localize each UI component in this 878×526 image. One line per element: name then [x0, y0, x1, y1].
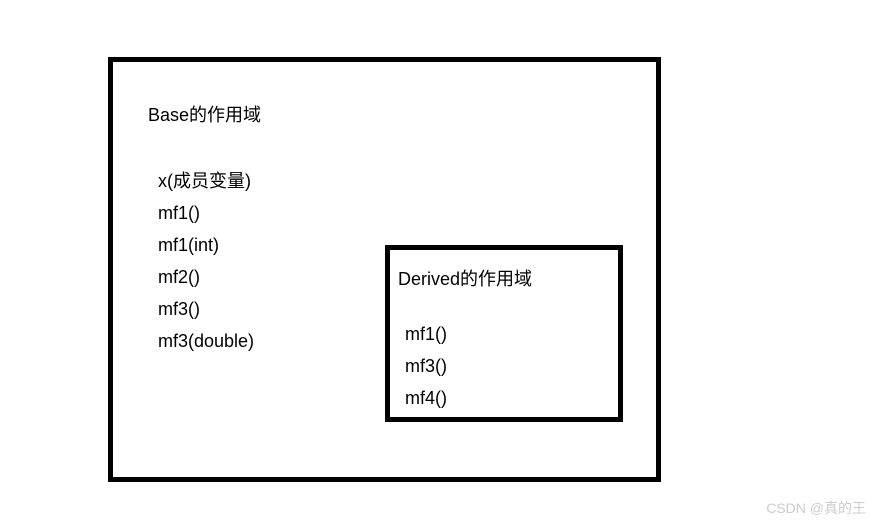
derived-scope-title: Derived的作用域 [398, 269, 533, 289]
base-member-item: mf3() [158, 299, 200, 319]
derived-member-item: mf4() [405, 388, 447, 408]
base-member-item: mf1(int) [158, 235, 220, 255]
derived-member-list: mf1() mf3() mf4() [405, 318, 447, 414]
base-member-item: mf3(double) [158, 331, 255, 351]
derived-member-item: mf3() [405, 356, 447, 376]
base-scope-title: Base的作用域 [148, 105, 262, 125]
derived-member-item: mf1() [405, 324, 447, 344]
base-member-item: x(成员变量) [158, 171, 251, 191]
csdn-watermark: CSDN @真的王 [766, 500, 866, 516]
base-member-item: mf2() [158, 267, 200, 287]
base-scope-box: Base的作用域 x(成员变量)mf1()mf1(int)mf2()mf3()m… [108, 57, 661, 482]
base-member-item: mf1() [158, 203, 200, 223]
derived-scope-box: Derived的作用域 mf1() mf3() mf4() [385, 245, 623, 422]
base-member-list: x(成员变量) mf1() mf1(int) mf2() mf3() mf3(double… [158, 165, 254, 357]
